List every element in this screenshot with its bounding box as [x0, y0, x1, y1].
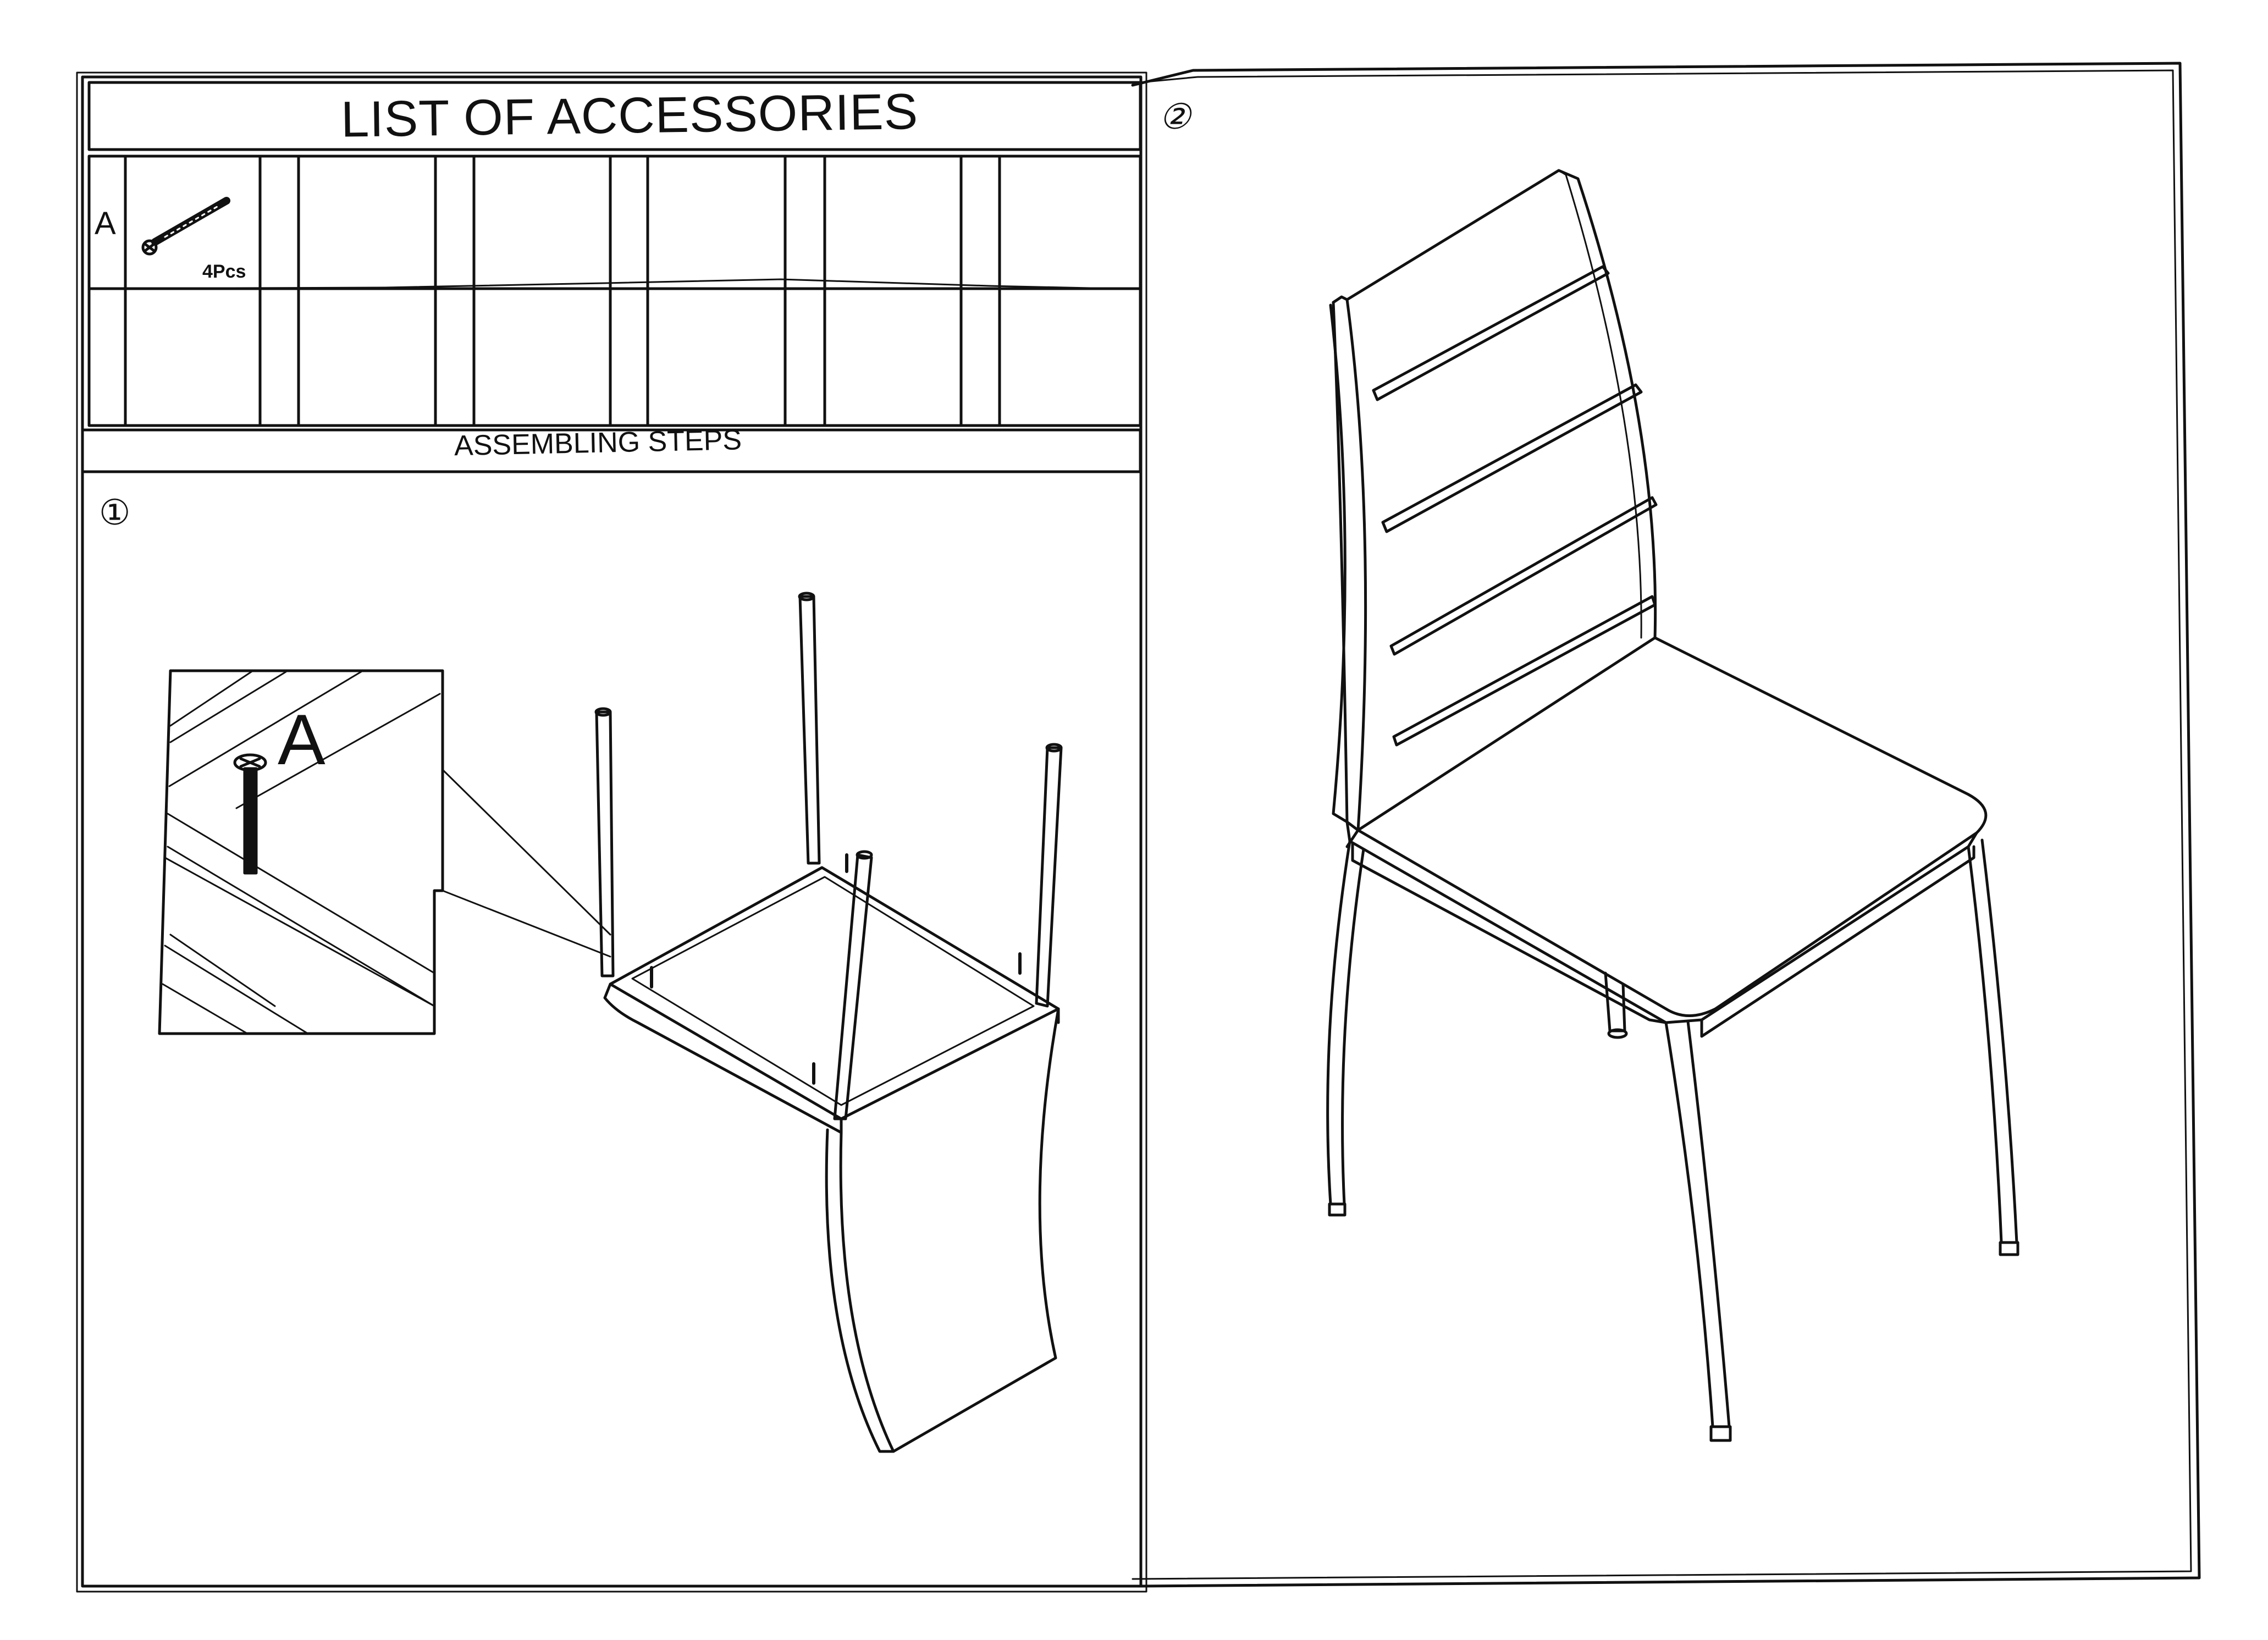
step-1-number: ①: [99, 493, 131, 532]
step-1-callout-letter: A: [278, 699, 325, 780]
step-2-number: ②: [1159, 97, 1191, 136]
accessory-letter: A: [95, 206, 116, 241]
chair-upside-down-illustration: [594, 592, 1063, 1453]
assembling-steps-heading: ASSEMBLING STEPS: [454, 424, 742, 462]
assembled-chair-illustration: [1326, 169, 2019, 1442]
accessory-quantity: 4Pcs: [202, 261, 246, 282]
right-page-frame: [1131, 62, 2201, 1588]
bolt-icon: [141, 197, 230, 256]
assembling-steps-box: [81, 428, 1142, 473]
leader-line: [442, 769, 611, 958]
bolt-detail-inset: [158, 669, 444, 1035]
accessory-title-box: [87, 81, 1142, 151]
accessories-title: LIST OF ACCESSORIES: [340, 84, 919, 148]
accessory-table: [87, 154, 1142, 427]
